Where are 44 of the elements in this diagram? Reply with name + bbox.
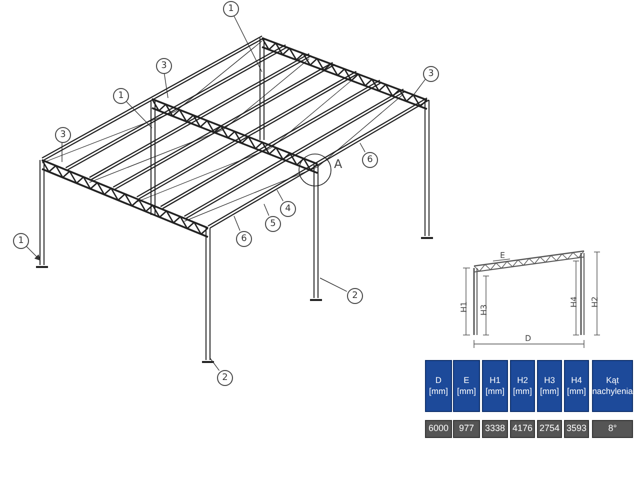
callout-number: 3 [423,66,439,82]
table-header-cell: H2 [mm] [510,360,535,412]
leader-line [233,14,262,72]
table-cell: 4176 [510,420,535,438]
callout-number: 4 [280,201,296,217]
callout-number: 3 [55,127,71,143]
leader-line [264,204,270,216]
dimension-label: H1 [460,301,469,313]
leader-line [210,358,220,371]
dimension-label: H2 [592,296,600,308]
table-header-cell: H4 [mm] [564,360,589,412]
leader-line [125,100,152,128]
leader-line [234,216,240,231]
leader-line [360,142,366,152]
table-cell: 8° [592,420,633,438]
table-cell: 3338 [482,420,508,438]
callout-number: 6 [236,231,252,247]
callout-number: 5 [265,216,281,232]
table-header-cell: H3 [mm] [537,360,562,412]
dimension-label: D [525,335,532,343]
dimension-label: H3 [480,304,489,316]
table-cell: 2754 [537,420,562,438]
dimension-label: E [500,252,506,260]
table-cell: 6000 [425,420,452,438]
table-header-cell: E [mm] [453,360,480,412]
callout-number: 1 [13,233,29,249]
dimension-label: H4 [570,296,579,308]
table-header-cell: H1 [mm] [482,360,508,412]
leader-line [276,190,284,202]
leader-line [25,245,41,261]
callout-number: 6 [362,152,378,168]
callout-number: 3 [156,58,172,74]
callout-number: 2 [217,370,233,386]
leader-line [412,79,426,98]
detail-label: A [334,158,342,170]
table-header-cell: Kąt nachylenia [592,360,633,412]
callout-number: 1 [223,1,239,17]
leader-line [164,72,168,98]
table-header-cell: D [mm] [425,360,452,412]
leader-line [320,278,348,292]
table-cell: 977 [453,420,480,438]
callout-number: 2 [347,288,363,304]
callout-number: 1 [113,88,129,104]
table-cell: 3593 [564,420,589,438]
